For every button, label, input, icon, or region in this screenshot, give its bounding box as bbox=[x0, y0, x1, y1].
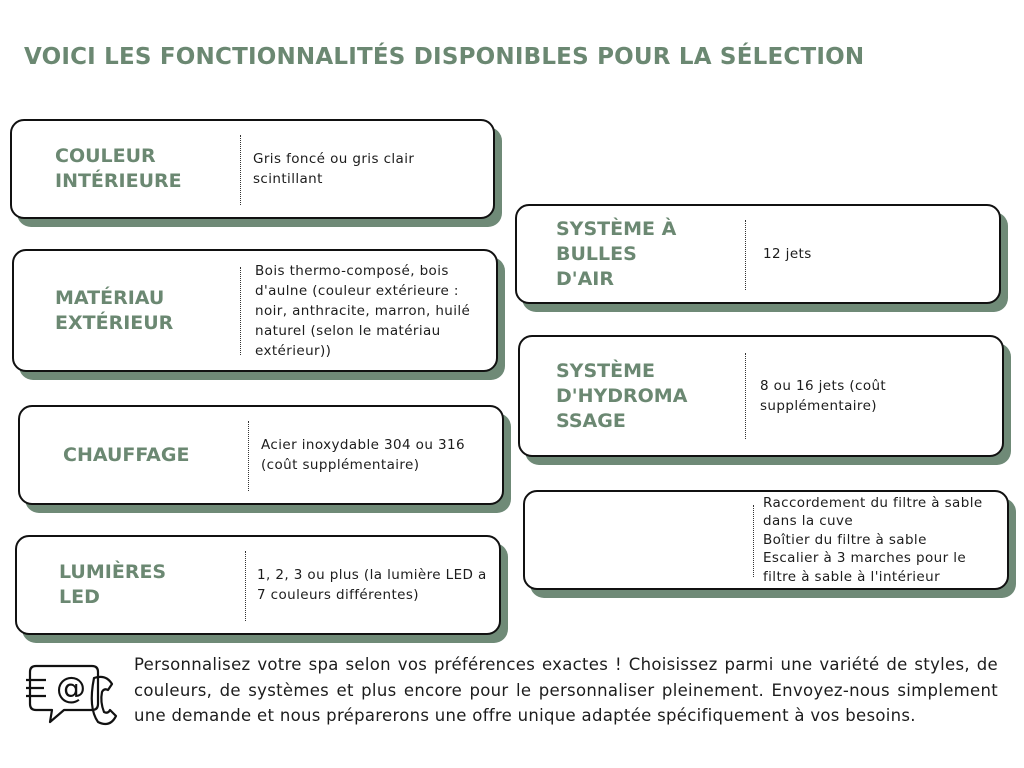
feature-label: MATÉRIAU EXTÉRIEUR bbox=[55, 286, 174, 334]
feature-value: Bois thermo-composé, bois d'aulne (coule… bbox=[255, 262, 471, 359]
svg-text:@: @ bbox=[56, 671, 86, 706]
feature-value: 12 jets bbox=[763, 246, 812, 262]
feature-card-systeme-hydromassage: SYSTÈME D'HYDROMA SSAGE 8 ou 16 jets (co… bbox=[518, 335, 1004, 457]
footer-text: Personnalisez votre spa selon vos préfér… bbox=[134, 655, 998, 725]
feature-label: SYSTÈME D'HYDROMA SSAGE bbox=[556, 359, 688, 432]
feature-card-systeme-bulles-air: SYSTÈME À BULLES D'AIR 12 jets bbox=[515, 204, 1001, 304]
feature-value-item: Escalier à 3 marches pour le filtre à sa… bbox=[763, 550, 967, 585]
feature-card-chauffage: CHAUFFAGE Acier inoxydable 304 ou 316 (c… bbox=[18, 405, 504, 505]
page-title: VOICI LES FONCTIONNALITÉS DISPONIBLES PO… bbox=[24, 44, 865, 70]
feature-value: 1, 2, 3 ou plus (la lumière LED a 7 coul… bbox=[257, 567, 487, 603]
feature-card-filtre-sable: Raccordement du filtre à sable dans la c… bbox=[523, 490, 1009, 590]
feature-divider bbox=[753, 505, 754, 577]
feature-value-item: Boîtier du filtre à sable bbox=[763, 531, 927, 548]
feature-label: LUMIÈRES LED bbox=[59, 561, 167, 608]
feature-divider bbox=[248, 421, 249, 491]
feature-label: SYSTÈME À BULLES D'AIR bbox=[556, 217, 677, 290]
feature-card-couleur-interieure: COULEUR INTÉRIEURE Gris foncé ou gris cl… bbox=[10, 119, 495, 219]
feature-label bbox=[564, 492, 739, 588]
feature-value: 8 ou 16 jets (coût supplémentaire) bbox=[760, 378, 887, 414]
email-phone-icon: @ bbox=[22, 658, 126, 738]
feature-value-item: Raccordement du filtre à sable dans la c… bbox=[763, 494, 983, 530]
feature-divider bbox=[240, 267, 241, 355]
feature-card-materiau-exterieur: MATÉRIAU EXTÉRIEUR Bois thermo-composé, … bbox=[12, 249, 498, 372]
feature-label: CHAUFFAGE bbox=[63, 443, 190, 466]
feature-label: COULEUR INTÉRIEURE bbox=[55, 145, 182, 192]
feature-divider bbox=[240, 135, 241, 205]
feature-value: Acier inoxydable 304 ou 316 (coût supplé… bbox=[261, 437, 465, 473]
feature-value: Gris foncé ou gris clair scintillant bbox=[253, 151, 415, 187]
feature-card-lumieres-led: LUMIÈRES LED 1, 2, 3 ou plus (la lumière… bbox=[15, 535, 501, 635]
feature-divider bbox=[745, 353, 746, 439]
feature-divider bbox=[245, 551, 246, 621]
feature-divider bbox=[745, 220, 746, 290]
feature-value-list: Raccordement du filtre à sable dans la c… bbox=[763, 492, 1003, 588]
